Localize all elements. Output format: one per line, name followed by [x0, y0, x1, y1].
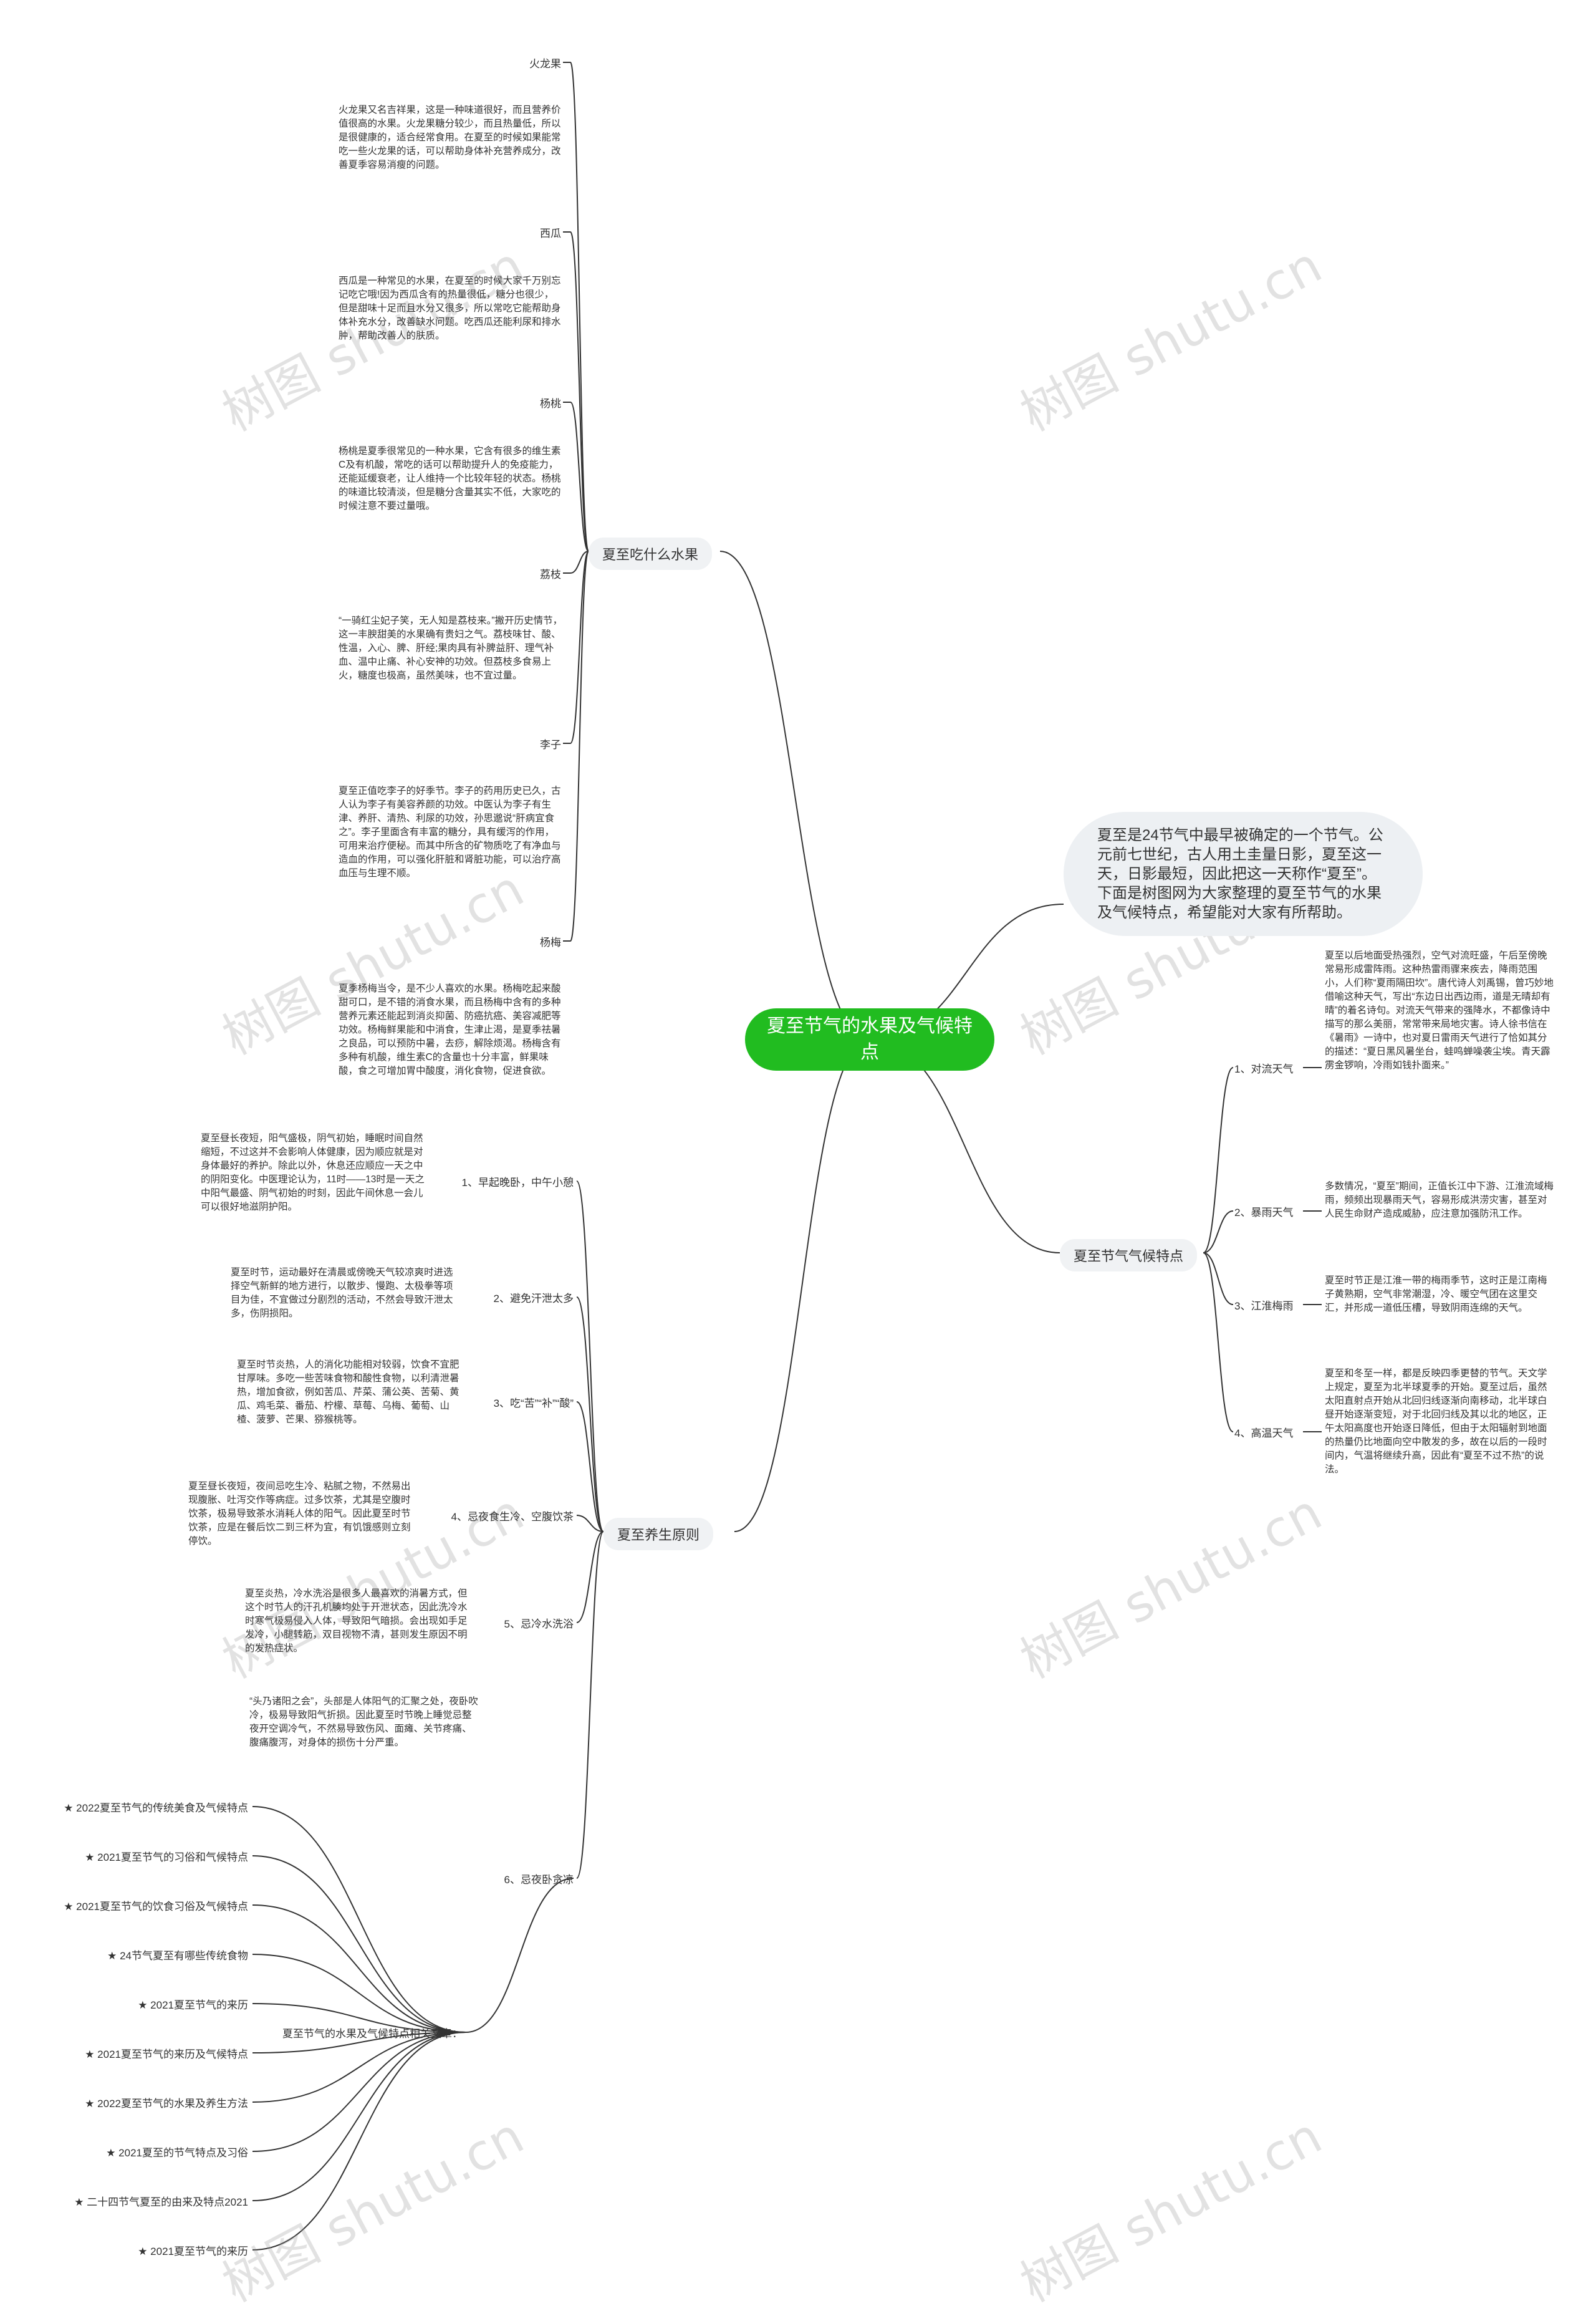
health-connector	[576, 1296, 604, 1532]
health-connector	[576, 1515, 604, 1532]
related-article-link[interactable]: ★ 2021夏至节气的来历	[138, 1999, 248, 2011]
related-connector	[252, 2032, 466, 2103]
climate-connector	[1203, 1067, 1234, 1253]
health-connector	[576, 1180, 604, 1532]
fruit-connector	[570, 402, 589, 552]
fruit-label[interactable]: 李子	[540, 739, 561, 751]
related-article-link[interactable]: ★ 2021夏至的节气特点及习俗	[106, 2147, 248, 2159]
health-label[interactable]: 5、忌冷水洗浴	[504, 1618, 574, 1630]
related-connector	[252, 1954, 466, 2033]
climate-connector	[1203, 1210, 1234, 1253]
fruit-text: 夏至正值吃李子的好季节。李子的药用历史已久，古人认为李子有美容养颜的功效。中医认…	[339, 786, 561, 879]
fruit-text: 夏季杨梅当令，是不少人喜欢的水果。杨梅吃起来酸甜可口，是不错的消食水果，而且杨梅…	[339, 983, 561, 1076]
related-article-link[interactable]: ★ 2022夏至节气的传统美食及气候特点	[64, 1802, 248, 1814]
climate-label[interactable]: 4、高温天气	[1234, 1427, 1294, 1439]
climate-label[interactable]: 3、江淮梅雨	[1234, 1300, 1294, 1312]
related-article-link[interactable]: ★ 24节气夏至有哪些传统食物	[107, 1950, 248, 1962]
root-to-fruits	[719, 551, 870, 1040]
related-article-link[interactable]: ★ 2021夏至节气的习俗和气候特点	[85, 1851, 248, 1863]
related-connector	[252, 2003, 466, 2033]
climate-text: 夏至和冬至一样，都是反映四季更替的节气。天文学上规定，夏至为北半球夏季的开始。夏…	[1325, 1368, 1547, 1475]
related-connector	[252, 1904, 466, 2033]
health-connector	[576, 1531, 604, 1879]
related-article-link[interactable]: ★ 2021夏至节气的饮食习俗及气候特点	[64, 1901, 248, 1913]
climate-text: 夏至时节正是江淮一带的梅雨季节，这时正是江南梅子黄熟期，空气非常潮湿，冷、暖空气…	[1325, 1275, 1547, 1313]
climate-connector	[1203, 1252, 1234, 1432]
health-label[interactable]: 3、吃“苦”“补”“酸”	[493, 1397, 574, 1409]
climate-label[interactable]: 2、暴雨天气	[1234, 1207, 1294, 1218]
fruit-text: 火龙果又名吉祥果，这是一种味道很好，而且营养价值很高的水果。火龙果糖分较少，而且…	[339, 105, 561, 170]
related-article-link[interactable]: ★ 二十四节气夏至的由来及特点2021	[74, 2196, 248, 2208]
health-text: 夏至时节炎热，人的消化功能相对较弱，饮食不宜肥甘厚味。多吃一些苦味食物和酸性食物…	[237, 1359, 459, 1425]
health-label[interactable]: 2、避免汗泄太多	[493, 1293, 574, 1305]
related-article-link[interactable]: ★ 2021夏至节气的来历	[138, 2246, 248, 2257]
branch-fruits[interactable]: 夏至吃什么水果	[589, 538, 713, 570]
fruit-text: 杨桃是夏季很常见的一种水果，它含有很多的维生素C及有机酸，常吃的话可以帮助提升人…	[339, 446, 561, 511]
root-topic[interactable]: 夏至节气的水果及气候特点	[745, 1008, 994, 1071]
health-connector	[576, 1401, 604, 1532]
health-label[interactable]: 1、早起晚卧，中午小憩	[461, 1177, 574, 1189]
fruit-label[interactable]: 荔枝	[540, 569, 561, 581]
related-article-link[interactable]: ★ 2021夏至节气的来历及气候特点	[85, 2048, 248, 2060]
fruit-label[interactable]: 火龙果	[529, 58, 561, 70]
fruit-label[interactable]: 西瓜	[540, 228, 561, 239]
root-to-health	[734, 1039, 870, 1532]
health-connector	[576, 1531, 604, 1623]
related-connector	[252, 2032, 466, 2251]
fruit-text: “一骑红尘妃子笑，无人知是荔枝来。”撇开历史情节，这一丰腴甜美的水果确有贵妇之气…	[339, 615, 563, 681]
fruit-connector	[570, 551, 589, 574]
related-branch-connector	[465, 1878, 574, 2033]
related-connector	[252, 1855, 466, 2033]
climate-text: 多数情况，“夏至”期间，正值长江中下游、江淮流域梅雨，频频出现暴雨天气，容易形成…	[1325, 1181, 1554, 1219]
related-article-link[interactable]: ★ 2022夏至节气的水果及养生方法	[85, 2098, 248, 2110]
fruit-text: 西瓜是一种常见的水果，在夏至的时候大家千万别忘记吃它哦!因为西瓜含有的热量很低，…	[339, 276, 561, 341]
branch-climate[interactable]: 夏至节气气候特点	[1060, 1239, 1198, 1271]
root-to-climate	[869, 1039, 1060, 1253]
climate-connector	[1203, 1252, 1234, 1305]
climate-text: 夏至以后地面受热强烈，空气对流旺盛，午后至傍晚常易形成雷阵雨。这种热雷雨骤来疾去…	[1325, 950, 1554, 1071]
health-label[interactable]: 6、忌夜卧贪凉	[504, 1874, 574, 1886]
related-connector	[252, 2032, 466, 2201]
related-connector	[252, 2032, 466, 2152]
health-text: 夏至昼长夜短，夜间忌吃生冷、粘腻之物，不然易出现腹胀、吐泻交作等病症。过多饮茶，…	[188, 1481, 411, 1546]
related-connector	[252, 2032, 466, 2053]
related-connector	[252, 1806, 466, 2033]
intro-bubble[interactable]: 夏至是24节气中最早被确定的一个节气。公元前七世纪，古人用土圭量日影，夏至这一天…	[1064, 812, 1423, 936]
health-text: 夏至昼长夜短，阳气盛极，阴气初始，睡眠时间自然缩短，不过这并不会影响人体健康，因…	[201, 1133, 425, 1212]
climate-label[interactable]: 1、对流天气	[1234, 1063, 1294, 1075]
related-articles-label: 夏至节气的水果及气候特点相关文章：	[282, 2028, 463, 2040]
fruit-connector	[570, 231, 589, 552]
health-text: 夏至炎热，冷水洗浴是很多人最喜欢的消暑方式，但这个时节人的汗孔机腠均处于开泄状态…	[245, 1588, 468, 1654]
fruit-label[interactable]: 杨梅	[540, 937, 561, 948]
health-text: “头乃诸阳之会”，头部是人体阳气的汇聚之处，夜卧吹冷，极易导致阳气折损。因此夏至…	[249, 1696, 478, 1748]
branch-health[interactable]: 夏至养生原则	[603, 1518, 714, 1550]
fruit-connector	[570, 551, 589, 744]
fruit-connector	[570, 551, 589, 942]
health-text: 夏至时节，运动最好在清晨或傍晚天气较凉爽时进选择空气新鲜的地方进行，以散步、慢跑…	[231, 1267, 453, 1319]
health-label[interactable]: 4、忌夜食生冷、空腹饮茶	[451, 1511, 574, 1523]
fruit-label[interactable]: 杨桃	[540, 398, 561, 410]
fruit-connector	[570, 62, 589, 552]
